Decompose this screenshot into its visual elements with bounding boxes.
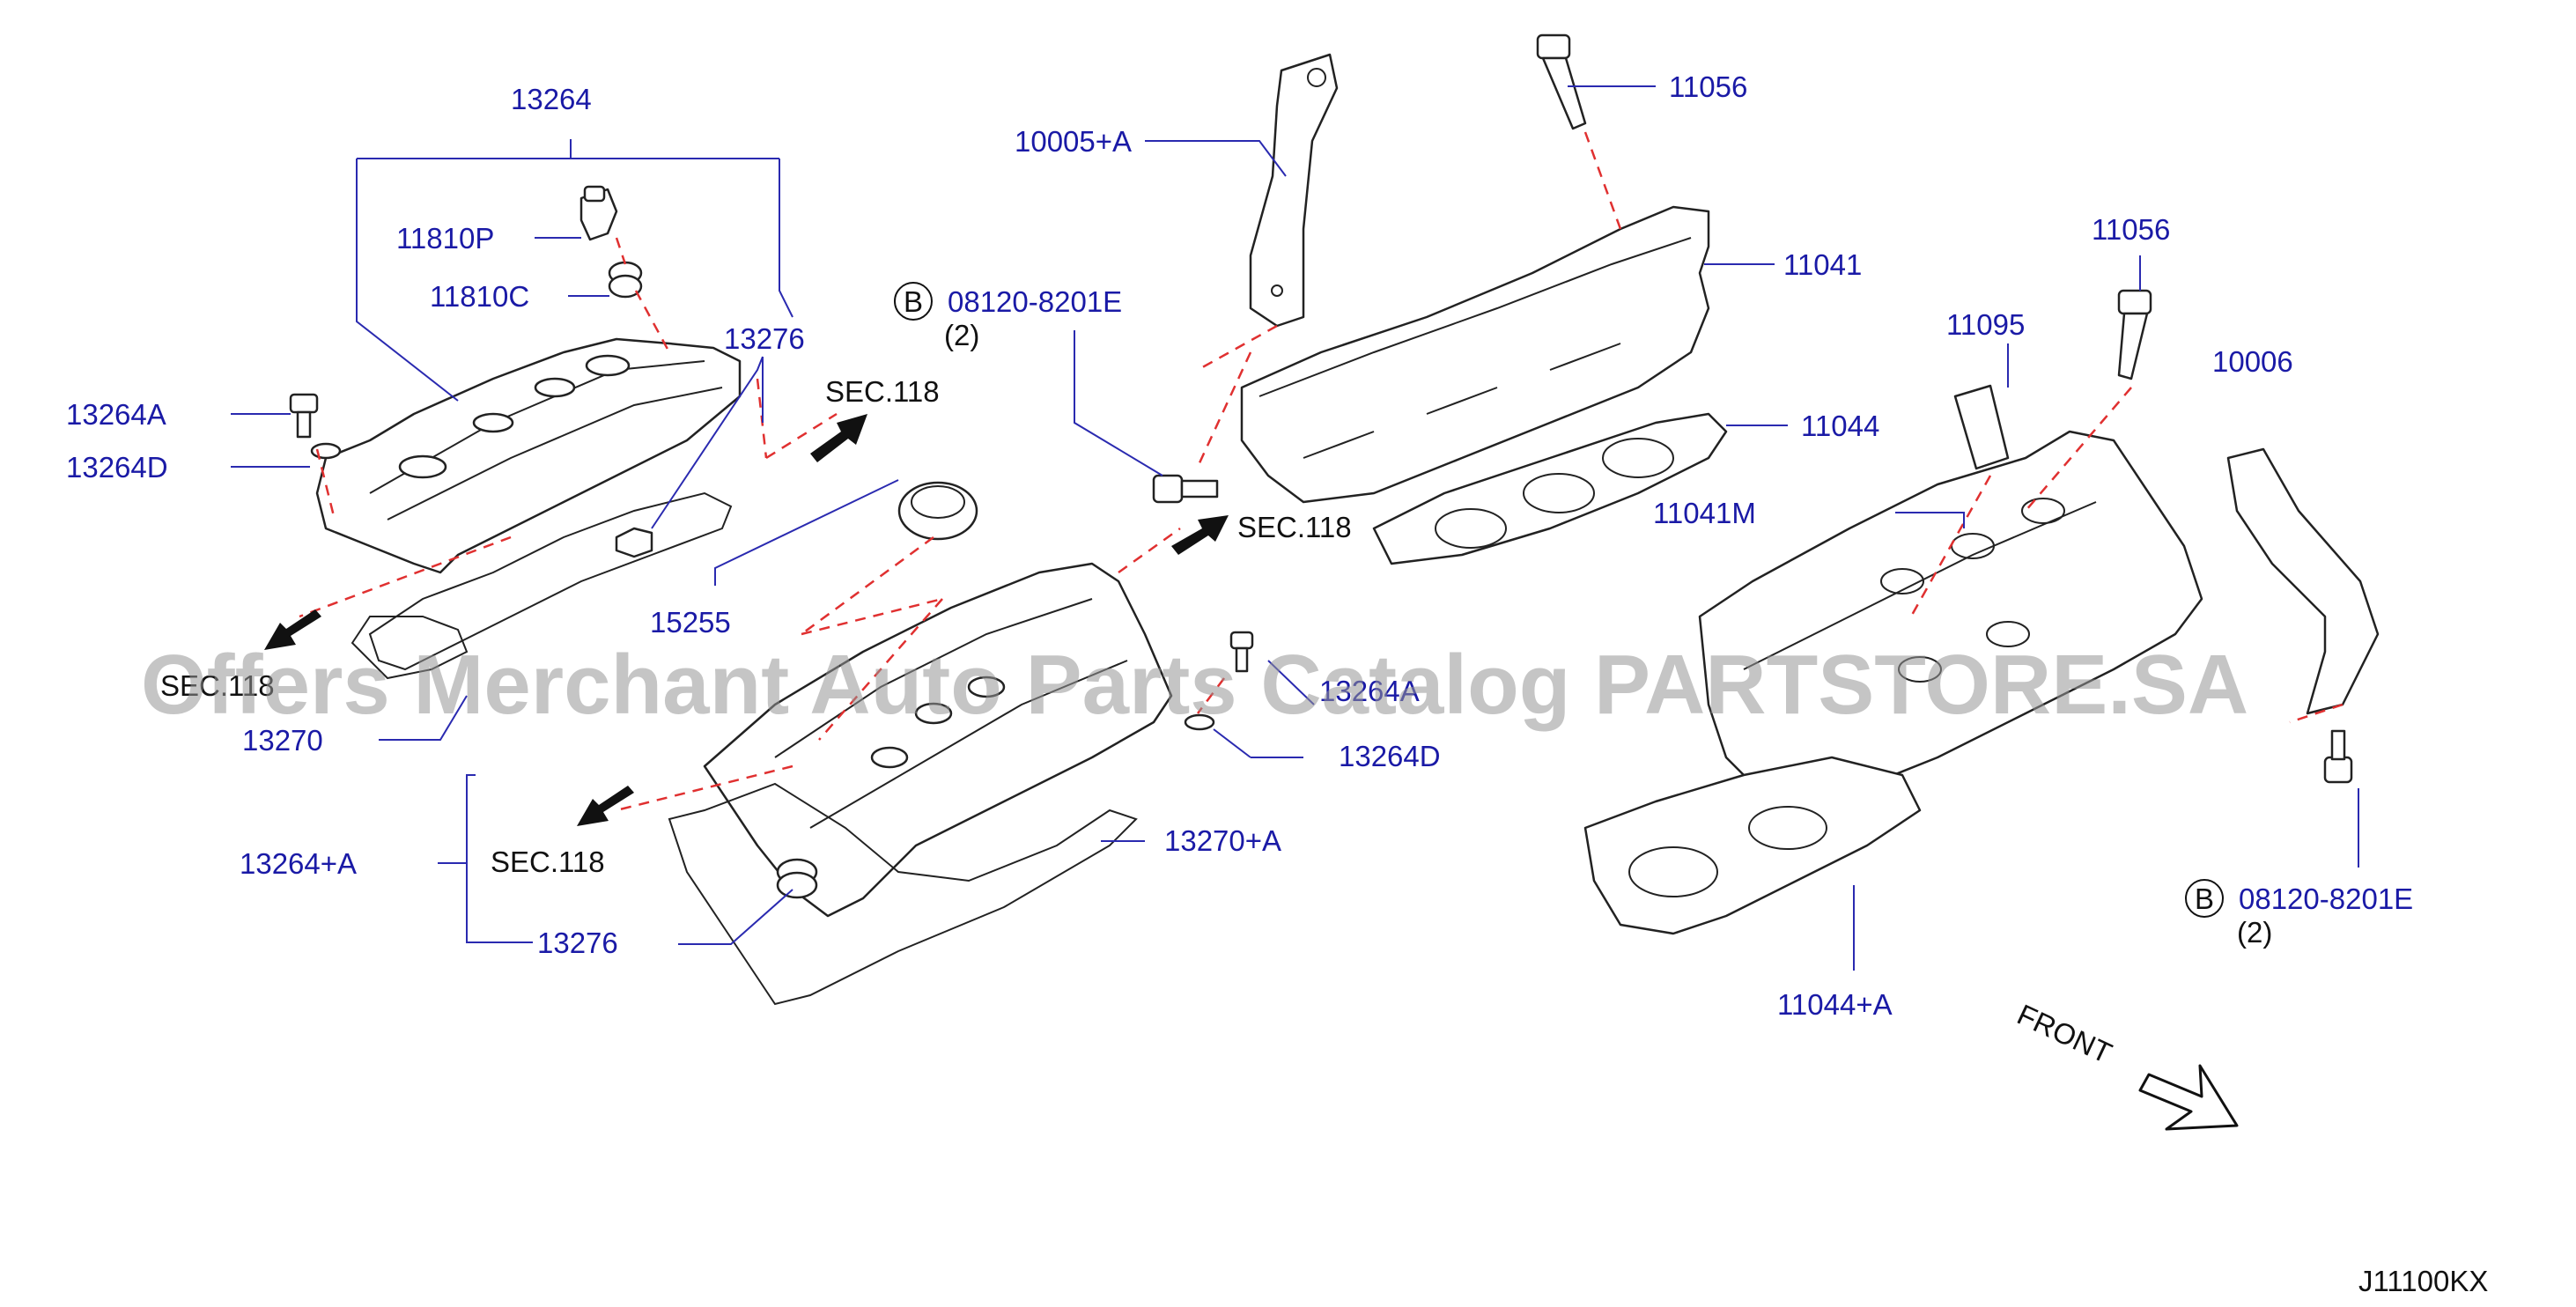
- label-sec118-d[interactable]: SEC.118: [491, 845, 605, 878]
- bolt-11056-top: [1536, 33, 1587, 130]
- label-10005-plus-a[interactable]: 10005+A: [1015, 125, 1132, 158]
- bolt-ref-letter-a: B: [904, 285, 923, 318]
- label-11810P[interactable]: 11810P: [396, 222, 494, 255]
- label-13264D-left[interactable]: 13264D: [66, 451, 168, 484]
- bolt-ref-circle-a: [894, 282, 933, 321]
- bolt-08120-8201e-center: [1152, 474, 1219, 504]
- label-13270-plus-a[interactable]: 13270+A: [1164, 824, 1281, 857]
- bolt-08120-8201e-right: [2323, 729, 2353, 784]
- label-13276-bottom[interactable]: 13276: [537, 927, 618, 959]
- label-13270[interactable]: 13270: [242, 724, 323, 757]
- label-13264A-left[interactable]: 13264A: [66, 398, 166, 431]
- cylinder-head-11041M: [1698, 430, 2203, 812]
- label-13276-top[interactable]: 13276: [724, 322, 805, 355]
- label-13264A-mid[interactable]: 13264A: [1319, 675, 1420, 707]
- label-11041M[interactable]: 11041M: [1653, 497, 1756, 529]
- label-13264D-mid[interactable]: 13264D: [1339, 740, 1441, 772]
- sec118-arrow-2: [1171, 515, 1229, 555]
- label-13264[interactable]: 13264: [511, 83, 592, 115]
- label-sec118-c[interactable]: SEC.118: [160, 669, 275, 702]
- diagram-code: J11100KX: [2358, 1265, 2488, 1297]
- sec118-arrow-4: [577, 786, 634, 826]
- front-arrow-icon: [2138, 1064, 2239, 1131]
- bracket-10005-plus-a: [1249, 53, 1339, 328]
- bolt-ref-letter-b: B: [2195, 882, 2214, 915]
- rocker-cover-left: [315, 337, 742, 574]
- label-11044[interactable]: 11044: [1801, 410, 1879, 442]
- bracket-10006: [2226, 447, 2380, 715]
- label-11041[interactable]: 11041: [1783, 248, 1862, 281]
- label-sec118-b[interactable]: SEC.118: [1237, 511, 1352, 543]
- label-15255[interactable]: 15255: [650, 606, 731, 639]
- label-11095[interactable]: 11095: [1946, 308, 2025, 341]
- label-11056-top[interactable]: 11056: [1669, 70, 1747, 103]
- label-08120-8201e-right[interactable]: 08120-8201E: [2239, 882, 2413, 915]
- label-11056-right[interactable]: 11056: [2092, 213, 2170, 246]
- label-sec118-a[interactable]: SEC.118: [825, 375, 940, 408]
- sec118-arrow-3: [264, 609, 321, 650]
- bolt-13264A-mid: [1229, 631, 1254, 673]
- bolt-11056-right: [2117, 289, 2152, 380]
- label-10006[interactable]: 10006: [2212, 345, 2293, 378]
- label-11044-plus-a[interactable]: 11044+A: [1777, 988, 1893, 1021]
- label-qty-right: (2): [2237, 916, 2272, 949]
- label-08120-8201e-center[interactable]: 08120-8201E: [948, 285, 1122, 318]
- watermark: Offers Merchant Auto Parts Catalog PARTS…: [141, 638, 2248, 732]
- bolt-ref-circle-b: [2185, 879, 2224, 918]
- oil-filler-cap-15255: [897, 481, 978, 541]
- head-gasket-11044-plus-a: [1583, 756, 1922, 935]
- sec118-arrow-1: [810, 414, 867, 462]
- washer-13264D-mid: [1184, 713, 1215, 731]
- label-13264-plus-a[interactable]: 13264+A: [240, 847, 357, 880]
- washer-13264D-left: [310, 442, 342, 460]
- pcv-valve-11810P: [579, 185, 618, 241]
- head-gasket-11044: [1372, 412, 1728, 565]
- cylinder-head-11041: [1240, 205, 1710, 504]
- gasket-13270: [351, 491, 733, 680]
- label-qty-center: (2): [944, 319, 979, 351]
- dowel-11095: [1953, 384, 2010, 470]
- label-front: FRONT: [2012, 998, 2117, 1070]
- leader-lines: [231, 85, 2359, 971]
- rocker-cover-right: [703, 562, 1173, 918]
- label-11810C[interactable]: 11810C: [430, 280, 529, 313]
- gasket-13270-plus-a: [668, 782, 1138, 1006]
- bolt-13264A-left: [289, 393, 319, 439]
- grommet-13276-mid: [776, 858, 818, 899]
